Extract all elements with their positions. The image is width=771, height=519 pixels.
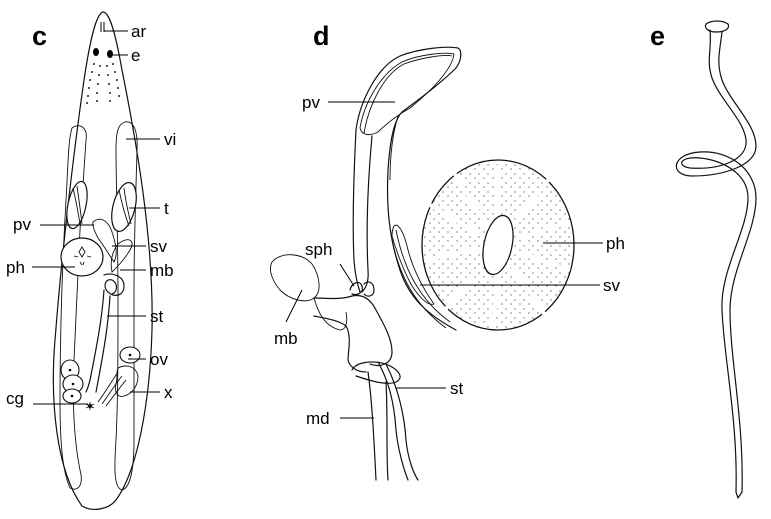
testis-right-striation (118, 187, 132, 227)
label-mb-c: mb (150, 261, 174, 280)
vitellarium-left (59, 125, 87, 490)
ejaculatory-duct (352, 129, 373, 293)
label-md: md (306, 409, 330, 428)
sphincter (349, 281, 375, 297)
ovary-nucleus (71, 382, 75, 386)
label-st-c: st (150, 307, 164, 326)
male-bulb-d (269, 254, 320, 302)
tube-right-wall (675, 31, 757, 493)
panel-letter-c: c (32, 21, 47, 51)
label-cg: cg (6, 389, 24, 408)
penis-bulb-inner (363, 55, 453, 181)
penis-bulb-outline (355, 46, 462, 331)
pharynx-mouth (73, 246, 92, 266)
panel-d-leaders (285, 101, 603, 419)
oviduct-lines (97, 371, 127, 407)
male-duct-outline (367, 371, 389, 481)
stalk-coil-d (351, 361, 401, 384)
label-pv-c: pv (13, 215, 31, 234)
panel-c-labels: ar e vi t pv sv ph mb st ov cg x (6, 22, 176, 408)
prostatic-vesicle-d (359, 52, 455, 136)
label-ov: ov (150, 350, 168, 369)
pharynx-lumen-top (482, 214, 514, 276)
label-pv-d: pv (302, 93, 320, 112)
bursa-stalk-d (313, 297, 348, 331)
testis-left-striation (72, 185, 83, 225)
label-sv-c: sv (150, 237, 168, 256)
label-vi: vi (164, 130, 176, 149)
label-x: x (164, 383, 173, 402)
label-ph-d: ph (606, 234, 625, 253)
tube-left-wall (681, 29, 749, 493)
ovary-nucleus (70, 394, 74, 398)
seminal-vesicle-d (391, 224, 435, 305)
label-ph-c: ph (6, 258, 25, 277)
atrium-outline (313, 294, 393, 373)
panel-letter-e: e (650, 21, 665, 51)
tube-opening (704, 20, 730, 33)
ovary-nucleus (128, 353, 132, 357)
ovary-nucleus (68, 368, 72, 372)
label-e: e (131, 46, 140, 65)
label-sv-d: sv (603, 276, 621, 295)
stalk-d (377, 361, 419, 481)
label-sph: sph (305, 240, 332, 259)
label-ar: ar (131, 22, 146, 41)
tube-tip (735, 491, 743, 499)
eye-left (93, 48, 99, 56)
eye-right (107, 50, 113, 58)
gonopore-rays (85, 402, 95, 410)
panel-c-leaders (32, 30, 160, 405)
panel-c: c (32, 11, 153, 510)
panel-d: d (269, 21, 575, 481)
copulatory-bursa-stalk (85, 273, 125, 393)
panel-letter-d: d (313, 21, 330, 51)
label-t: t (164, 199, 169, 218)
ducts-lines (391, 229, 451, 329)
label-st-d: st (450, 379, 464, 398)
panel-e: e (650, 20, 757, 499)
oviducts-right (115, 365, 139, 397)
label-mb-d: mb (274, 329, 298, 348)
male-bulb-c (110, 239, 133, 273)
vitellarium-right (114, 121, 138, 491)
seminal-vesicle-c (92, 218, 117, 263)
anterior-dots (86, 63, 120, 104)
panel-d-labels: pv ph sph sv mb st md (274, 93, 625, 428)
